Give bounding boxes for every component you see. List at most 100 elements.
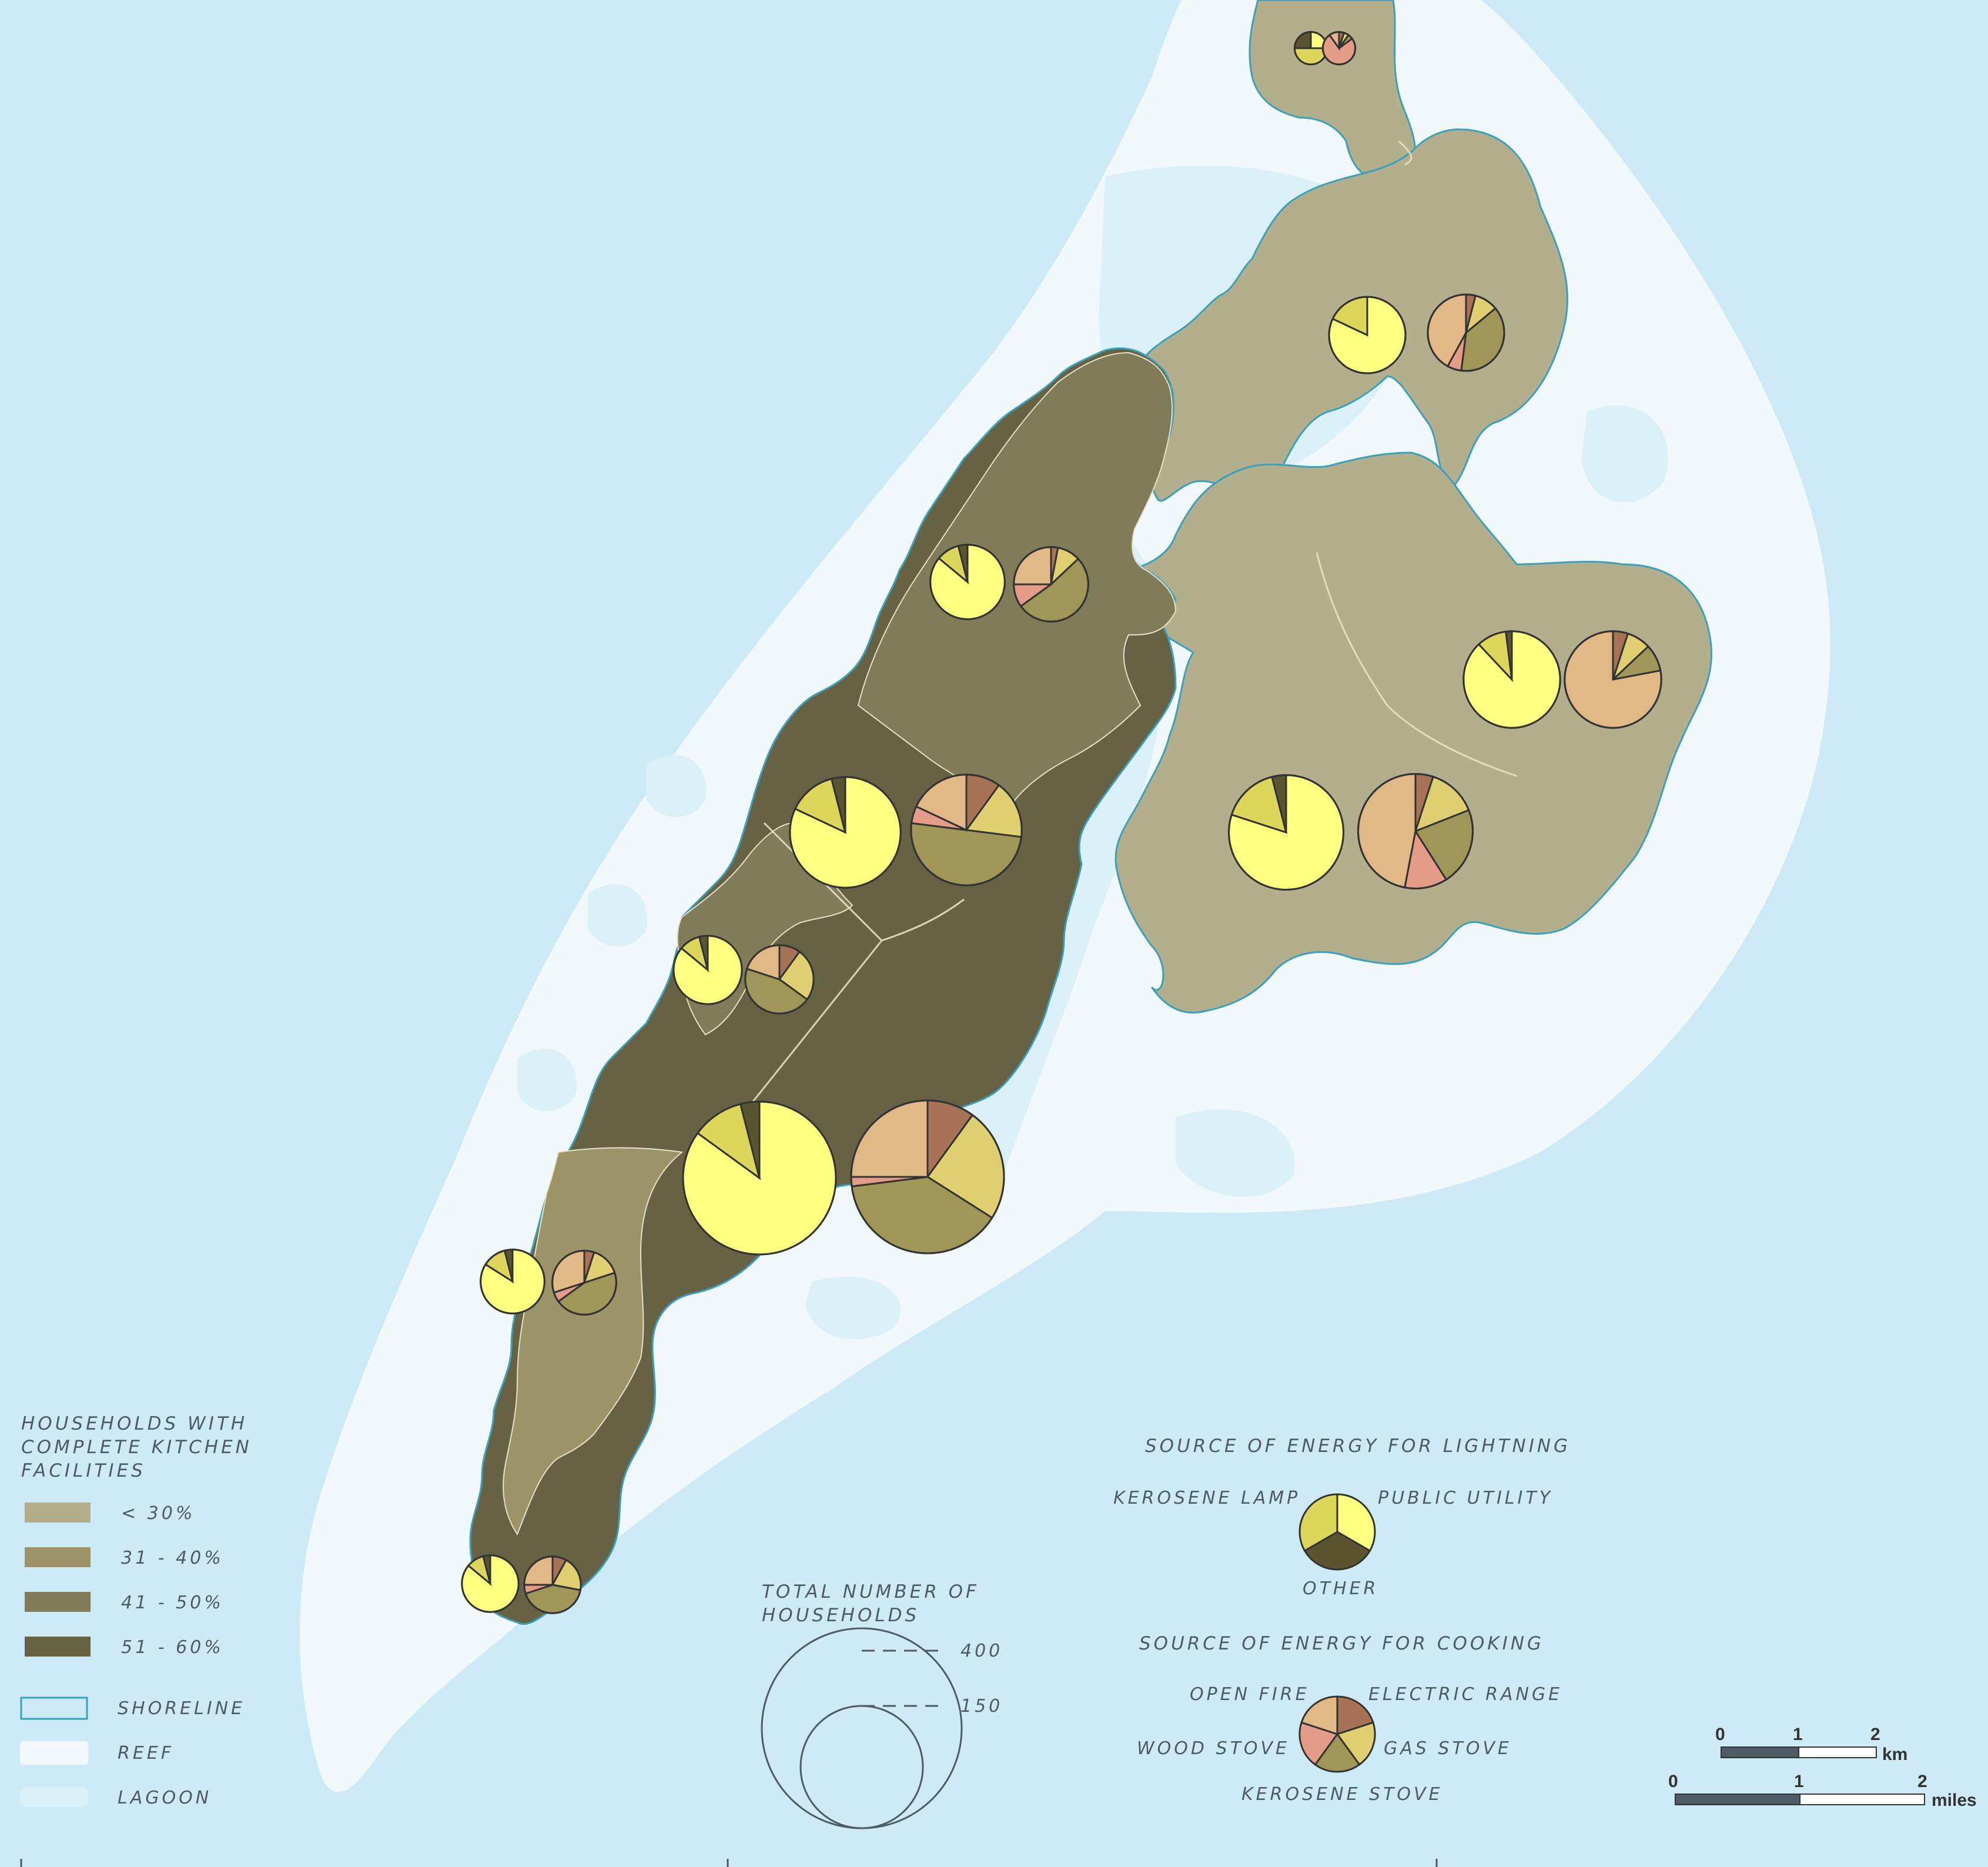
lighting-pie-southwest: [480, 1249, 545, 1314]
swatch-reef: [20, 1741, 88, 1765]
cooking-pie-west: [744, 944, 815, 1015]
scale-mi-seg-2: [1799, 1794, 1925, 1805]
lighting-pie-south-central-outline: [682, 1100, 837, 1256]
legend-kitchen-title-2: COMPLETE KITCHEN: [21, 1437, 252, 1458]
cooking-pie-north-tip: [1321, 31, 1357, 66]
legend-lighting-kerosene-slice: [1298, 1493, 1338, 1553]
cooking-pie-south-tip: [523, 1555, 582, 1614]
legend-class-41-50: 41 - 50%: [121, 1592, 224, 1613]
legend-value-150: 150: [960, 1696, 1003, 1717]
cooking-pie-east: [1564, 630, 1662, 729]
lighting-pie-south-tip: [461, 1554, 520, 1613]
legend-total-households: TOTAL NUMBER OF HOUSEHOLDS 400 150: [761, 1581, 1003, 1829]
legend-shoreline: SHORELINE: [118, 1698, 245, 1719]
legend-total-title-1: TOTAL NUMBER OF: [762, 1581, 979, 1602]
swatch-41-50: [25, 1592, 91, 1612]
legend-class-lt30: < 30%: [121, 1503, 195, 1524]
legend-class-51-60: 51 - 60%: [121, 1637, 224, 1658]
legend-lighting-other: OTHER: [1303, 1578, 1378, 1599]
cooking-pies: [523, 31, 1662, 1614]
swatch-lt30: [25, 1503, 91, 1523]
lighting-pie-west-outline: [672, 935, 743, 1005]
swatch-lagoon: [20, 1787, 88, 1807]
cooking-pie-east-central-outline: [1357, 773, 1474, 889]
scale-mi-1: 1: [1794, 1772, 1804, 1791]
lighting-pie-east-outline: [1462, 630, 1561, 729]
legend-reef: REEF: [118, 1743, 174, 1764]
legend-cooking-gas-slice: [1336, 1721, 1376, 1766]
legend-lighting-kerosene: KEROSENE LAMP: [1113, 1488, 1300, 1508]
cooking-pie-east-central: [1357, 772, 1474, 889]
lighting-pies: [461, 31, 1561, 1613]
frame-ticks: [20, 1859, 1438, 1867]
legend-cooking-open-fire-slice: [1300, 1695, 1338, 1736]
cooking-pie-west-outline: [744, 944, 815, 1015]
lighting-pie-east: [1462, 630, 1561, 729]
scale-km-seg-1: [1721, 1746, 1799, 1758]
cooking-pie-west-central: [910, 774, 1023, 886]
legend-cooking-wood: WOOD STOVE: [1137, 1738, 1290, 1759]
lighting-pie-northeast: [1328, 296, 1407, 374]
cooking-pie-southwest: [551, 1250, 617, 1316]
legend-cooking-kerosene-slice: [1314, 1732, 1361, 1773]
scale-km-1: 1: [1793, 1725, 1803, 1744]
legend-cooking-gas: GAS STOVE: [1384, 1738, 1512, 1759]
cooking-pie-west-central-outline: [910, 774, 1023, 886]
swatch-shoreline: [20, 1697, 88, 1720]
legend-kitchen: HOUSEHOLDS WITH COMPLETE KITCHEN FACILIT…: [20, 1413, 252, 1808]
cooking-pie-north-tip-outline: [1321, 31, 1357, 66]
legend-lighting-public: PUBLIC UTILITY: [1378, 1488, 1553, 1508]
legend-lagoon: LAGOON: [118, 1788, 212, 1808]
cooking-pie-south-tip-outline: [523, 1555, 582, 1614]
legend-kitchen-title-1: HOUSEHOLDS WITH: [21, 1413, 247, 1434]
cooking-pie-southwest-outline: [551, 1250, 617, 1316]
cooking-pie-south-central: [850, 1099, 1005, 1254]
legend-cooking-kerosene: KEROSENE STOVE: [1241, 1784, 1443, 1805]
cooking-pie-central-west: [1013, 546, 1089, 623]
swatch-51-60: [25, 1637, 91, 1657]
lighting-pie-west-central-outline: [789, 776, 902, 889]
lighting-pie-west: [672, 935, 743, 1005]
legend-lighting: SOURCE OF ENERGY FOR LIGHTNING KEROSENE …: [1113, 1436, 1571, 1599]
lighting-pie-south-tip-outline: [461, 1554, 520, 1613]
scale-bar: 0 1 2 km 0 1 2 miles: [1668, 1725, 1977, 1810]
lighting-pie-central-west-outline: [929, 544, 1006, 620]
cooking-pie-northeast: [1427, 293, 1505, 372]
cooking-pie-central-west-outline: [1013, 546, 1089, 623]
lighting-pie-central-west: [929, 544, 1006, 620]
scale-mi-seg-1: [1675, 1794, 1800, 1805]
legend-lighting-other-slice: [1303, 1531, 1371, 1571]
lighting-pie-east-central-outline: [1228, 774, 1344, 891]
legend-cooking-electric: ELECTRIC RANGE: [1368, 1684, 1562, 1705]
legend-lighting-title: SOURCE OF ENERGY FOR LIGHTNING: [1145, 1436, 1571, 1457]
legend-cooking-wood-slice: [1298, 1721, 1339, 1766]
lighting-pie-south-central: [682, 1100, 837, 1256]
cooking-pie-east-outline: [1564, 630, 1662, 729]
legend-cooking-open-fire: OPEN FIRE: [1190, 1684, 1310, 1705]
scale-km-0: 0: [1715, 1725, 1725, 1744]
scale-km-unit: km: [1882, 1745, 1907, 1764]
legend-cooking: SOURCE OF ENERGY FOR COOKING OPEN FIRE E…: [1137, 1633, 1562, 1805]
lighting-pie-southwest-outline: [480, 1249, 545, 1314]
swatch-31-40: [25, 1547, 91, 1567]
scale-mi-0: 0: [1668, 1772, 1678, 1791]
scale-km-2: 2: [1870, 1725, 1880, 1744]
cooking-pie-south-central-outline: [850, 1099, 1005, 1254]
lighting-pie-west-central: [789, 776, 902, 889]
legend-class-31-40: 31 - 40%: [121, 1548, 224, 1568]
legend-lighting-pie: [1298, 1493, 1376, 1571]
lighting-pie-east-central: [1228, 774, 1344, 891]
scale-mi-unit: miles: [1932, 1791, 1977, 1810]
scale-mi-2: 2: [1917, 1772, 1927, 1791]
legend-kitchen-title-3: FACILITIES: [21, 1460, 146, 1481]
legend-cooking-title: SOURCE OF ENERGY FOR COOKING: [1139, 1633, 1544, 1654]
legend-cooking-pie: [1298, 1695, 1376, 1773]
legend-value-400: 400: [960, 1641, 1003, 1661]
cooking-pie-northeast-outline: [1427, 293, 1505, 372]
scale-km-seg-2: [1798, 1746, 1877, 1758]
island-north-tip: [1249, 0, 1416, 181]
lighting-pie-northeast-outline: [1328, 296, 1407, 374]
legend-total-title-2: HOUSEHOLDS: [762, 1605, 919, 1626]
